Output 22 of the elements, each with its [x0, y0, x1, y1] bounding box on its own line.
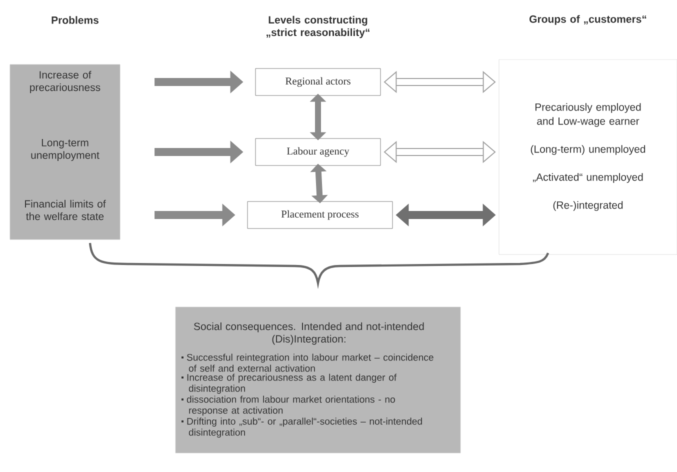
bullet-item: Successful reintegration into labour market – coincidence of self and external activation [182, 354, 434, 372]
group-text: „Activated“ unemployed [532, 173, 643, 183]
level-box: Placement process [247, 201, 393, 229]
column-heading: Problems [52, 16, 98, 24]
bullet-item: Drifting into „sub“- or „parallel“-societies – not-intended disintegration [182, 418, 422, 438]
consequences-box [175, 306, 461, 454]
level-box: Labour agency [255, 138, 381, 166]
customer-groups-box [498, 59, 677, 255]
box-heading: Social consequences. Intended and not-intended (Dis)Integration: [194, 322, 424, 345]
level-box: Regional actors [255, 68, 381, 96]
column-heading: Levels constructing „strict reasonability“ [266, 16, 370, 38]
problem-text: Increase of precariousness [30, 70, 100, 94]
problem-text: Financial limits of the welfare state [25, 200, 106, 220]
bullet-item: dissociation from labour market orientations - no response at activation [182, 396, 395, 416]
block-arrow [384, 140, 496, 164]
group-text: (Long-term) unemployed [530, 145, 646, 155]
group-text: (Re-)integrated [553, 201, 623, 211]
problem-panel [10, 64, 120, 240]
group-text: Precariously employed and Low-wage earner [535, 103, 641, 127]
problem-text: Long-term unemployment [31, 139, 100, 161]
block-arrow [384, 70, 496, 94]
column-heading: Groups of „customers“ [530, 15, 646, 25]
